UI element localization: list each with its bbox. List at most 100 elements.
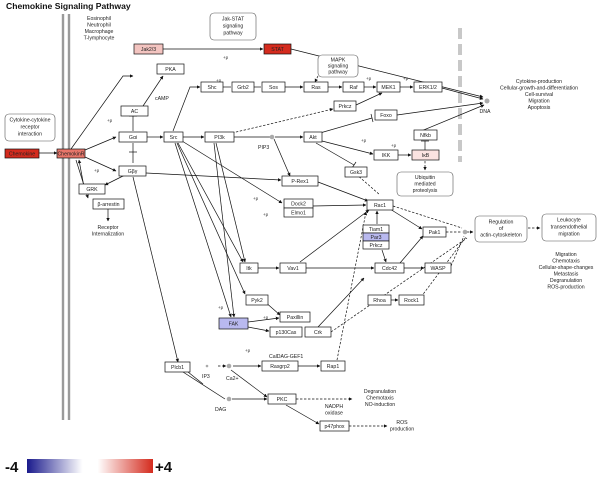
node-akt[interactable]: Akt (303, 131, 323, 143)
node-sos[interactable]: Sos (261, 81, 286, 93)
node-barrestin[interactable]: β-arrestin (92, 198, 125, 210)
caldag-label: CalDAG-GEF1 (269, 354, 303, 360)
node-rap1[interactable]: Rap1 (320, 360, 346, 372)
node-jak23[interactable]: Jak2/3 (133, 43, 164, 55)
svg-text:Tiam1: Tiam1 (369, 227, 383, 233)
node-plcb1[interactable]: Plcb1 (164, 361, 191, 373)
node-pyk2[interactable]: Pyk2 (245, 294, 269, 306)
node-foxo[interactable]: Foxo (374, 109, 398, 121)
node-ikk[interactable]: IKK (373, 149, 399, 161)
svg-text:Crk: Crk (314, 330, 322, 336)
svg-text:Pak1: Pak1 (429, 230, 441, 236)
node-ras[interactable]: Ras (303, 81, 329, 93)
edge-foxo-dna (396, 101, 484, 116)
node-erk12[interactable]: ERK1/2 (413, 81, 443, 93)
phos-label: +p (94, 168, 100, 173)
node-paxillin[interactable]: Paxillin (279, 311, 311, 323)
node-wasp[interactable]: WASP (424, 262, 452, 274)
node-chemokinr[interactable]: ChemokinR (56, 148, 86, 159)
svg-text:GRK: GRK (86, 187, 98, 193)
node-tiam1[interactable]: Tiam1 (362, 224, 390, 234)
svg-text:Rock1: Rock1 (404, 298, 419, 304)
edge-plcb1-dag (182, 371, 226, 400)
dag-label: DAG (215, 407, 226, 413)
node-rock1[interactable]: Rock1 (398, 294, 425, 306)
node-rhoa[interactable]: Rhoa (367, 294, 392, 306)
node-prex1[interactable]: P-Rex1 (281, 175, 319, 187)
node-fak[interactable]: FAK (218, 317, 249, 330)
node-p130cas[interactable]: p130Cas (269, 326, 303, 338)
edge-akt-ikk (321, 140, 374, 155)
svg-text:FAK: FAK (229, 322, 239, 328)
node-dock2[interactable]: Dock2 (283, 198, 314, 209)
edge-ca-pkc (230, 369, 268, 398)
svg-text:Rac1: Rac1 (374, 203, 386, 209)
edge-src-fak (174, 142, 232, 318)
node-rasgrp2[interactable]: Rasgrp2 (261, 360, 299, 372)
node-grb2[interactable]: Grb2 (231, 81, 255, 93)
legend-gradient-bar (27, 459, 153, 473)
edge-nfkb-dna (413, 104, 485, 135)
cell-membrane (61, 14, 71, 420)
node-p47phox[interactable]: p47phox (319, 420, 350, 432)
node-nfkb[interactable]: Nfkb (413, 129, 438, 141)
node-shc[interactable]: Shc (200, 81, 224, 93)
node-elmo1[interactable]: Elmo1 (283, 207, 314, 218)
node-rac1[interactable]: Rac1 (366, 199, 394, 211)
node-raf[interactable]: Raf (342, 81, 365, 93)
svg-text:Rhoa: Rhoa (373, 298, 386, 304)
node-mek1[interactable]: MEK1 (376, 81, 401, 93)
node-crk[interactable]: Crk (304, 326, 332, 338)
svg-text:Chemokine: Chemokine (9, 152, 35, 158)
phos-label: +p (253, 196, 259, 201)
legend-max-label: +4 (155, 459, 173, 476)
node-vav1[interactable]: Vav1 (279, 262, 307, 274)
edge-crk-reg (330, 237, 468, 333)
edge-pkc-p47phox (285, 404, 320, 425)
node-cdc42[interactable]: Cdc42 (374, 262, 405, 274)
edge-fak-paxillin (247, 316, 280, 323)
node-chemokine[interactable]: Chemokine (4, 148, 40, 159)
phos-label: +p (216, 78, 222, 83)
edge-gsk3-rac1 (355, 173, 381, 196)
node-src[interactable]: Src (163, 131, 184, 143)
edge-rac1-pak1 (389, 208, 423, 230)
regulation-dot (462, 229, 468, 235)
phos-label: +p (361, 138, 367, 143)
node-grk[interactable]: GRK (78, 183, 106, 195)
node-par3[interactable]: Par3 (362, 232, 390, 242)
node-pkc[interactable]: PKC (267, 393, 297, 405)
node-itk[interactable]: Itk (239, 262, 259, 274)
edge-vav1-rac1 (299, 209, 370, 263)
dag-dot (226, 396, 232, 402)
node-ac[interactable]: AC (120, 105, 149, 117)
node-ikb[interactable]: IκB (411, 149, 440, 161)
node-pak1[interactable]: Pak1 (422, 226, 447, 238)
node-gsk3[interactable]: Gsk3 (344, 166, 368, 178)
node-gai[interactable]: Gαi (118, 131, 148, 143)
node-stat[interactable]: STAT (263, 43, 292, 55)
node-gby[interactable]: Gβγ (118, 165, 147, 177)
svg-text:Prkcz: Prkcz (339, 104, 352, 110)
svg-text:Prkcz: Prkcz (370, 243, 383, 249)
svg-text:p47phox: p47phox (325, 424, 345, 430)
svg-text:Nfkb: Nfkb (420, 133, 431, 139)
node-pi3k[interactable]: PI3k (204, 131, 235, 143)
node-prkcz-a[interactable]: Prkcz (333, 100, 357, 112)
edge-akt-gsk3 (315, 142, 355, 166)
node-prkcz-b[interactable]: Prkcz (362, 240, 390, 250)
node-pka[interactable]: PKA (156, 63, 185, 75)
edge-receptor-jak (70, 74, 134, 150)
